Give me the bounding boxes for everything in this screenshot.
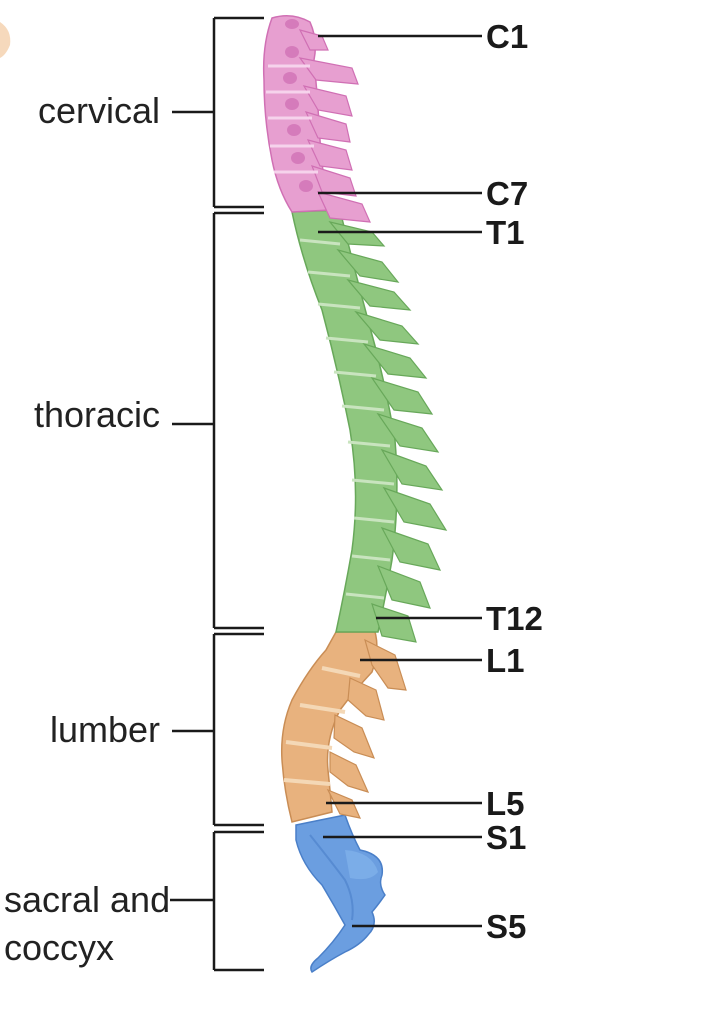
label-c1: C1 <box>486 18 528 55</box>
vertebra-labels: C1 C7 T1 T12 L1 L5 S1 S5 <box>486 18 543 945</box>
label-sacral-line1: sacral and <box>4 879 170 920</box>
lumbar-disc-3 <box>285 740 333 750</box>
cervical-holes <box>283 19 313 192</box>
sacrum-bone <box>295 814 386 974</box>
label-t12: T12 <box>486 600 543 637</box>
label-c7: C7 <box>486 175 528 212</box>
lumbar-process-4 <box>329 751 370 793</box>
label-thoracic: thoracic <box>34 394 160 435</box>
thoracic-region-bones <box>291 209 448 643</box>
cervical-atlas <box>298 29 329 51</box>
thoracic-process-8 <box>380 448 444 491</box>
label-s1: S1 <box>486 819 526 856</box>
sacrum-shade <box>309 834 354 921</box>
label-s5: S5 <box>486 908 526 945</box>
cervical-process-7 <box>316 191 371 223</box>
lumbar-bracket <box>172 632 264 827</box>
lumbar-disc-1 <box>321 666 361 678</box>
label-t1: T1 <box>486 214 525 251</box>
thoracic-process-7 <box>376 412 440 453</box>
lumbar-region-bones <box>280 631 407 823</box>
cervical-process-6 <box>310 165 357 197</box>
label-l1: L1 <box>486 642 525 679</box>
region-brackets <box>170 16 264 972</box>
cervical-process-4 <box>304 111 351 143</box>
edge-fragment <box>0 22 11 58</box>
spine-column <box>262 15 448 974</box>
leader-lines <box>318 34 482 928</box>
cervical-region-bones <box>262 15 371 223</box>
cervical-discs <box>266 64 318 174</box>
sacrum-wing <box>345 850 378 880</box>
thoracic-process-2 <box>336 248 400 283</box>
cervical-bracket <box>172 16 264 209</box>
lumbar-disc-2 <box>299 703 346 714</box>
thoracic-bracket <box>172 211 264 630</box>
lumbar-process-2 <box>347 677 385 721</box>
thoracic-process-1 <box>328 221 386 247</box>
cervical-process-5 <box>306 139 353 171</box>
thoracic-process-3 <box>346 278 412 311</box>
label-cervical: cervical <box>38 90 160 131</box>
thoracic-process-4 <box>354 310 420 345</box>
thoracic-body <box>291 209 398 633</box>
thoracic-discs <box>299 238 395 600</box>
thoracic-process-6 <box>370 376 434 415</box>
sacral-region-bones <box>295 814 386 974</box>
cervical-process-2 <box>298 57 359 85</box>
thoracic-process-9 <box>382 486 448 531</box>
sacral-bracket <box>170 830 264 972</box>
thoracic-process-5 <box>362 342 428 379</box>
thoracic-process-10 <box>380 526 442 571</box>
region-labels: cervical thoracic lumber sacral and cocc… <box>4 90 170 968</box>
lumbar-disc-4 <box>283 778 331 786</box>
lumbar-process-3 <box>333 714 376 759</box>
label-lumber: lumber <box>50 709 160 750</box>
label-l5: L5 <box>486 785 525 822</box>
thoracic-process-12 <box>371 603 417 643</box>
thoracic-process-11 <box>376 564 431 609</box>
cervical-process-3 <box>302 85 353 117</box>
label-sacral-line2: coccyx <box>4 927 114 968</box>
